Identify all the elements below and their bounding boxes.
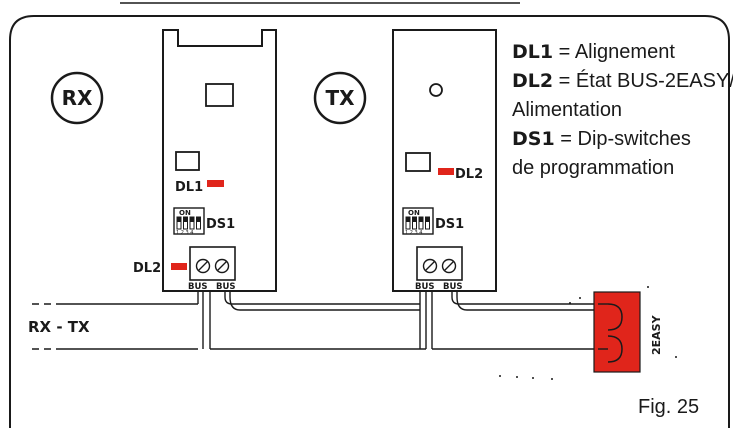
rx-tx-cable-label: RX - TX	[28, 318, 90, 336]
legend: DL1 = Alignement DL2 = État BUS-2EASY/ A…	[512, 38, 733, 183]
legend-dl2-key: DL2	[512, 70, 554, 92]
tx-dip-on: ON	[408, 209, 420, 217]
legend-dl2-eq: =	[558, 70, 571, 92]
rx-dl1-led	[207, 180, 224, 187]
tx-dl2-window	[405, 152, 431, 172]
tx-bus-label-1: BUS	[415, 282, 435, 292]
legend-ds1-eq: =	[560, 128, 572, 150]
figure-label: Fig. 25	[638, 396, 700, 418]
tx-board: DL2 ON 1 2 3 4 DS1 BUS BUS	[392, 29, 497, 292]
rx-ds1-label: DS1	[206, 217, 235, 232]
rx-badge: RX	[50, 71, 104, 125]
tx-dl2-led	[438, 168, 454, 175]
rx-board: DL1 ON 1 2 3 4 DS1 DL2 BUS BUS	[133, 29, 277, 292]
easy-connector: 2EASY	[499, 286, 677, 380]
bus-wiring	[32, 291, 608, 350]
tx-lens	[429, 83, 443, 97]
tx-terminal-block	[416, 246, 463, 281]
legend-dl1-eq: =	[558, 41, 571, 63]
rx-terminal-block	[189, 246, 236, 281]
legend-row-dl2: DL2 = État BUS-2EASY/	[512, 67, 733, 96]
rx-dl2-led	[171, 263, 187, 270]
rx-bus-label-2: BUS	[216, 282, 236, 292]
tx-bus-label-2: BUS	[443, 282, 463, 292]
legend-row-ds1-cont: de programmation	[512, 154, 727, 183]
legend-dl2-text2: Alimentation	[512, 99, 623, 121]
legend-row-dl1: DL1 = Alignement	[512, 38, 727, 67]
rx-badge-label: RX	[62, 86, 93, 110]
legend-dl1-key: DL1	[512, 41, 554, 63]
rx-dip-on: ON	[179, 209, 191, 217]
tx-dip-switch: ON 1 2 3 4	[402, 207, 434, 236]
rx-dl1-window	[175, 151, 200, 171]
legend-row-ds1: DS1 = Dip-switches	[512, 125, 727, 154]
rx-dl1-label: DL1	[175, 180, 203, 195]
rx-dl2-label: DL2	[133, 261, 161, 276]
tx-dl2-label: DL2	[455, 167, 483, 182]
outer-frame	[9, 15, 730, 428]
tx-ds1-label: DS1	[435, 217, 464, 232]
rx-dip-numbers: 1 2 3 4	[176, 230, 194, 236]
legend-ds1-text2: de programmation	[512, 157, 675, 179]
rx-bus-label-1: BUS	[188, 282, 208, 292]
legend-ds1-text: Dip-switches	[577, 128, 691, 150]
legend-dl2-text: État BUS-2EASY/	[575, 70, 733, 92]
legend-row-dl2-cont: Alimentation	[512, 96, 727, 125]
tx-badge-label: TX	[325, 86, 355, 110]
rx-lens-window	[205, 83, 234, 107]
rx-dip-switch: ON 1 2 3 4	[173, 207, 205, 236]
legend-dl1-text: Alignement	[574, 41, 675, 63]
tx-dip-numbers: 1 2 3 4	[405, 230, 423, 236]
legend-ds1-key: DS1	[512, 128, 555, 150]
tx-badge: TX	[313, 71, 367, 125]
easy-connector-label: 2EASY	[650, 314, 663, 355]
